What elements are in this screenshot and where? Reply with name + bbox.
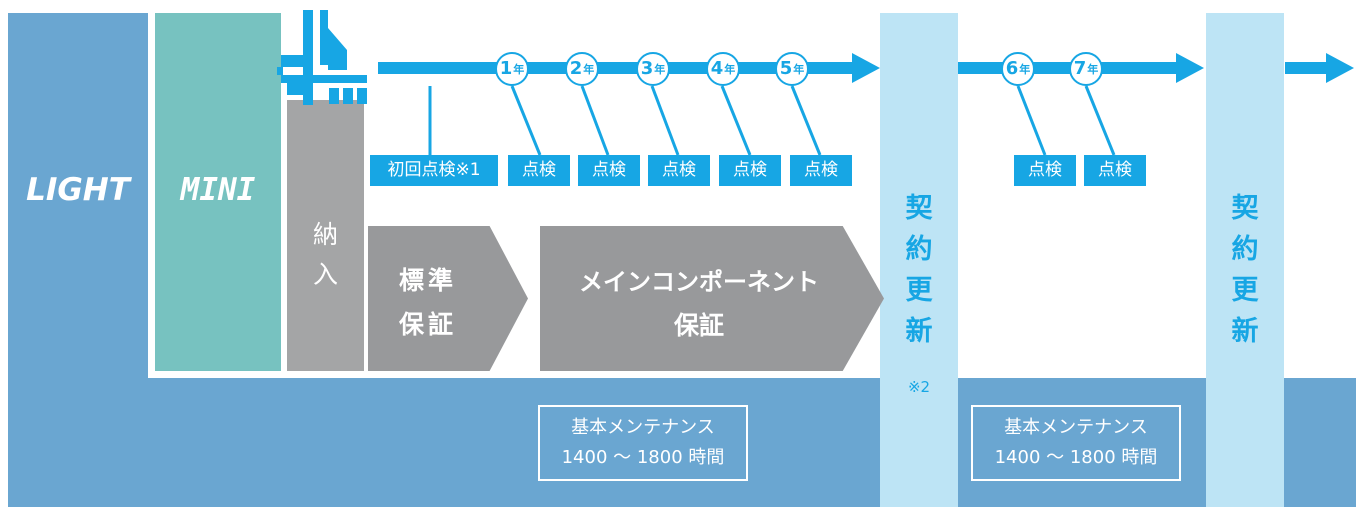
renewal-char: 契 — [1231, 193, 1259, 224]
renewal-char: 契 — [905, 193, 933, 224]
timeline-arrowhead-3 — [1326, 53, 1354, 83]
inspection-year-6: 点検 — [1014, 155, 1076, 186]
component-warranty: メインコンポーネント 保証 — [540, 226, 884, 371]
connector-lines — [428, 85, 1116, 156]
inspection-year-3: 点検 — [648, 155, 710, 186]
renewal-note: ※2 — [907, 378, 931, 396]
standard-warranty: 標準 保証 — [368, 226, 528, 371]
maintenance-box-1: 基本メンテナンス 1400 ～ 1800 時間 — [538, 405, 748, 481]
timeline-arrowhead-2 — [1176, 53, 1204, 83]
inspection-year-4: 点検 — [719, 155, 781, 186]
renewal-label-1: 契 約 更 新 — [899, 188, 939, 352]
standard-warranty-line2: 保証 — [398, 310, 457, 339]
component-warranty-line2: 保証 — [673, 311, 724, 340]
renewal-char: 新 — [1231, 316, 1259, 347]
inspection-year-7: 点検 — [1084, 155, 1146, 186]
delivery-column — [287, 100, 364, 371]
renewal-char: 更 — [1231, 275, 1259, 306]
renewal-char: 約 — [1231, 234, 1259, 265]
renewal-char: 約 — [905, 234, 933, 265]
inspection-year-5: 点検 — [790, 155, 852, 186]
maintenance-box-2: 基本メンテナンス 1400 ～ 1800 時間 — [971, 405, 1181, 481]
renewal-label-2: 契 約 更 新 — [1225, 188, 1265, 352]
mini-column — [155, 13, 281, 371]
mini-label: MINI — [180, 172, 256, 208]
renewal-column-2 — [1206, 13, 1284, 507]
delivery-text: 納入 — [312, 220, 338, 289]
maintenance-band — [8, 378, 1356, 507]
inspection-year-1: 点検 — [508, 155, 570, 186]
maintenance-line2: 1400 ～ 1800 時間 — [994, 447, 1158, 468]
timeline-arrowhead-1 — [852, 53, 880, 83]
component-warranty-line1: メインコンポーネント — [579, 268, 819, 296]
delivery-label: 納入 — [287, 215, 364, 295]
maintenance-line1: 基本メンテナンス — [571, 417, 715, 438]
light-label: LIGHT — [26, 172, 130, 208]
inspection-first: 初回点検※1 — [370, 155, 498, 186]
maintenance-line2: 1400 ～ 1800 時間 — [561, 447, 725, 468]
renewal-char: 更 — [905, 275, 933, 306]
inspection-year-2: 点検 — [578, 155, 640, 186]
machine-icon — [277, 10, 367, 105]
timeline-arrow-3 — [1285, 62, 1330, 74]
maintenance-line1: 基本メンテナンス — [1004, 417, 1148, 438]
renewal-char: 新 — [905, 316, 933, 347]
renewal-column-1 — [880, 13, 958, 507]
standard-warranty-line1: 標準 — [398, 266, 457, 295]
